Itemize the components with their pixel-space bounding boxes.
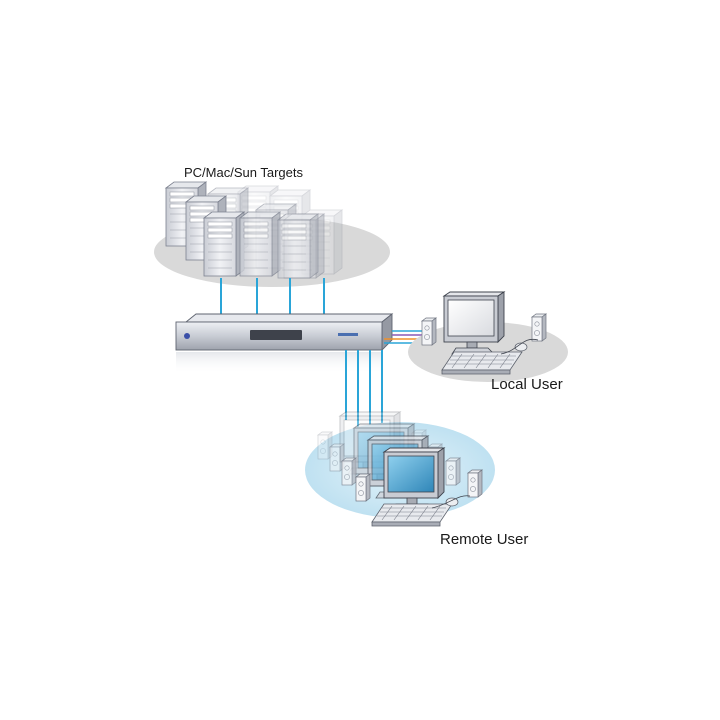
speaker-icon — [445, 457, 461, 486]
server-tower-icon — [277, 213, 319, 279]
kvm-switch-icon — [175, 313, 394, 374]
speaker-icon — [421, 317, 437, 346]
keyboard-icon — [371, 503, 453, 527]
local-user-label: Local User — [491, 376, 563, 393]
speaker-icon — [355, 473, 371, 502]
speaker-icon — [531, 313, 547, 342]
server-tower-icon — [239, 211, 281, 277]
speaker-icon — [467, 469, 483, 498]
targets-label: PC/Mac/Sun Targets — [184, 165, 303, 180]
targets-group — [154, 181, 390, 287]
remote-user-group — [305, 411, 495, 527]
remote-user-label: Remote User — [440, 531, 529, 548]
speaker-icon — [341, 457, 357, 486]
keyboard-icon — [441, 351, 523, 375]
server-tower-icon — [203, 211, 245, 277]
local-user-group — [408, 291, 568, 382]
